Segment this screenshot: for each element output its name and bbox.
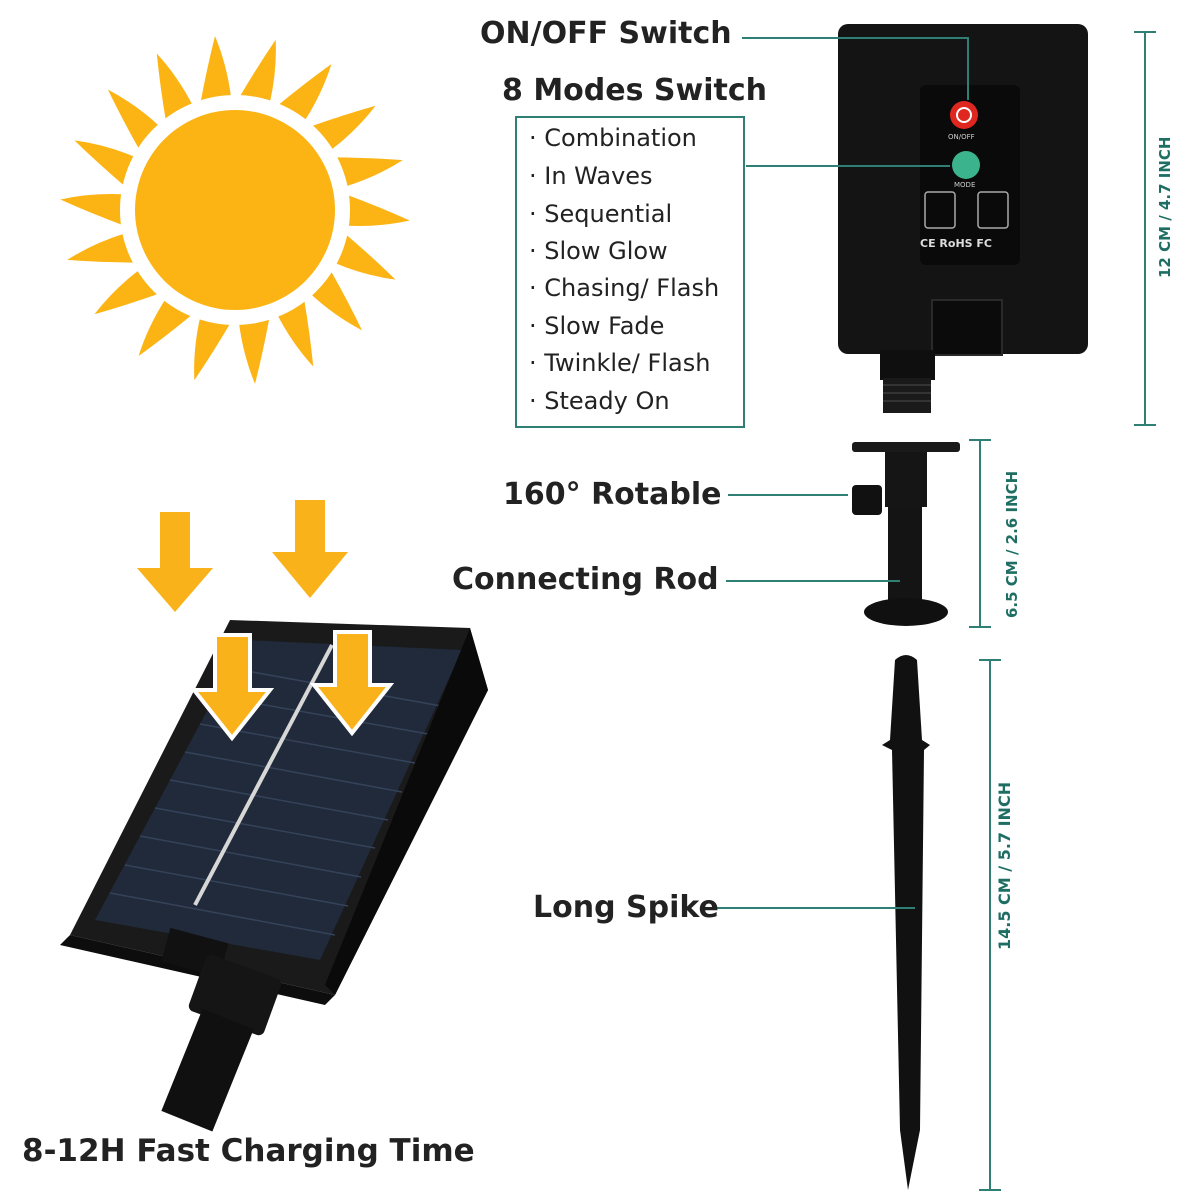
sun-icon — [60, 36, 410, 384]
onoff-switch-label: ON/OFF Switch — [480, 16, 732, 51]
box-height-dimension: 12 CM / 4.7 INCH — [1156, 136, 1174, 278]
mode-item: · Combination — [529, 124, 697, 152]
mode-item: · Slow Glow — [529, 237, 668, 265]
mode-item: · Sequential — [529, 200, 673, 228]
mode-item: · Chasing/ Flash — [529, 274, 720, 302]
sunlight-arrow-icon — [137, 500, 348, 612]
modes-switch-label: 8 Modes Switch — [502, 73, 767, 108]
rotatable-label: 160° Rotable — [503, 477, 722, 512]
sun-ray — [333, 157, 403, 187]
onoff-device-text: ON/OFF — [948, 133, 975, 141]
sun-ray — [276, 63, 332, 122]
certification-text: CE RoHS FC — [920, 237, 992, 250]
charging-time-label: 8-12H Fast Charging Time — [22, 1133, 475, 1169]
sun-ray — [74, 140, 137, 187]
sun-ray — [200, 36, 232, 104]
connecting-rod-label: Connecting Rod — [452, 562, 719, 597]
sun-ray — [138, 298, 194, 357]
sun-ray — [60, 194, 125, 226]
dimension-bars — [969, 31, 1156, 1191]
sun-ray — [238, 316, 270, 384]
modes-list: · Combination · In Waves · Sequential · … — [515, 116, 745, 428]
long-spike-label: Long Spike — [533, 890, 719, 925]
sun-ray — [94, 269, 161, 315]
solar-panel — [60, 620, 488, 1132]
mode-item: · In Waves — [529, 162, 653, 190]
sun-ray — [345, 194, 410, 226]
connecting-rod — [852, 442, 960, 626]
sun-ray — [309, 105, 376, 151]
sun-ray — [309, 269, 363, 331]
sun-ray — [238, 39, 276, 104]
mode-item: · Slow Fade — [529, 312, 665, 340]
mode-item: · Twinkle/ Flash — [529, 349, 711, 377]
rod-height-dimension: 6.5 CM / 2.6 INCH — [1003, 470, 1021, 618]
charging-arrow-icon — [189, 630, 395, 742]
mode-device-text: MODE — [954, 181, 976, 189]
sun-ray — [333, 233, 396, 280]
sun-ray — [194, 316, 232, 381]
control-box — [838, 24, 1088, 413]
spike-height-dimension: 14.5 CM / 5.7 INCH — [995, 781, 1014, 950]
mode-item: · Steady On — [529, 387, 670, 415]
sun-ray — [156, 53, 194, 122]
leader-lines — [716, 37, 969, 909]
sun-ray — [276, 298, 314, 367]
sun-ray — [107, 89, 161, 151]
long-spike — [882, 655, 930, 1190]
sun-ray — [67, 233, 137, 263]
